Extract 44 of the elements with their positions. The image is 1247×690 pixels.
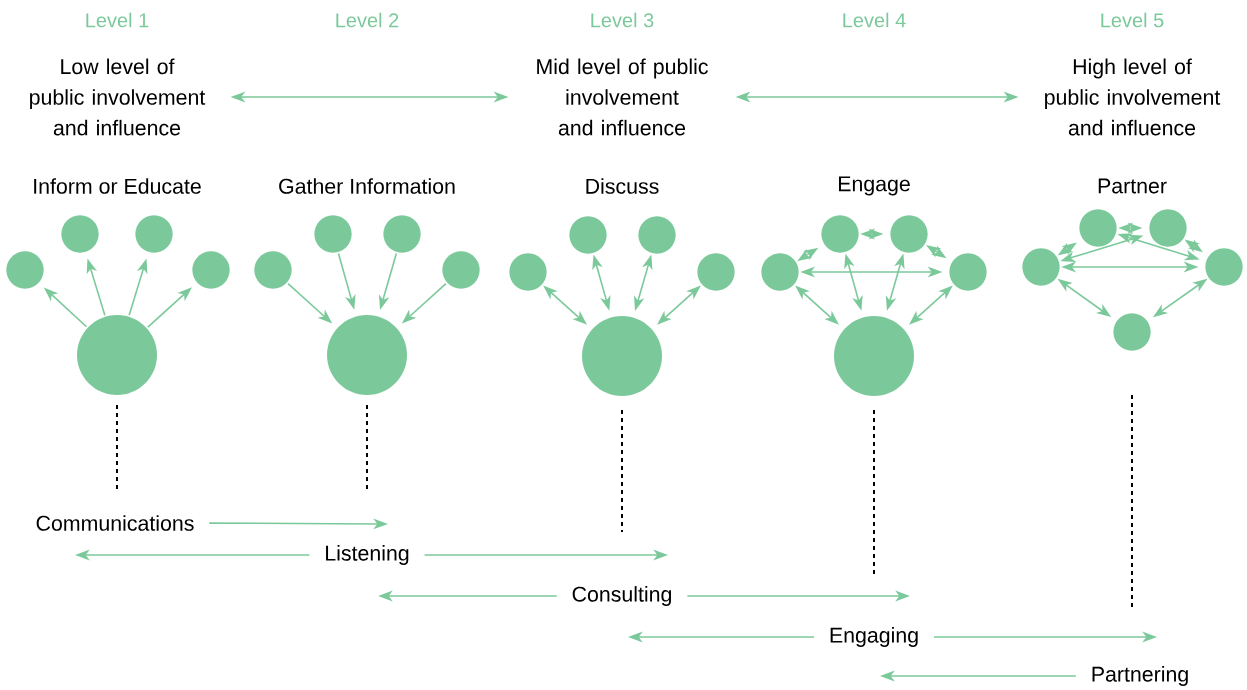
activity-label: Communications (36, 515, 194, 531)
small-circle (192, 251, 230, 289)
small-circle (569, 216, 607, 254)
involvement-text: Mid level of public involvement and influence (537, 58, 708, 136)
small-circle (61, 215, 99, 253)
small-circle (1149, 209, 1187, 247)
small-circle (135, 215, 173, 253)
activity-label: Partnering (1092, 666, 1188, 686)
small-circle (821, 215, 859, 253)
level-label: Level 3 (591, 12, 654, 28)
activity-label: Consulting (572, 586, 671, 606)
small-circle (1205, 248, 1243, 286)
involvement-text: Low level of public involvement and influence (30, 58, 206, 136)
small-circle (1079, 209, 1117, 247)
level-label: Level 4 (843, 12, 906, 28)
column-heading: Partner (1098, 178, 1167, 194)
small-circle (1022, 248, 1060, 286)
level-label: Level 2 (336, 12, 399, 28)
small-circle (638, 216, 676, 254)
level-label: Level 1 (86, 12, 149, 28)
large-circle (77, 315, 157, 395)
small-circle (697, 253, 735, 291)
large-circle (582, 316, 662, 396)
column-heading: Engage (839, 176, 910, 196)
small-circle (949, 253, 987, 291)
small-circle (890, 215, 928, 253)
small-circle (6, 251, 44, 289)
small-circle (509, 253, 547, 291)
level-label: Level 5 (1101, 12, 1164, 28)
column-heading: Inform or Educate (34, 178, 201, 194)
column-heading: Gather Information (279, 178, 455, 194)
involvement-text: High level of public involvement and influence (1045, 58, 1221, 136)
small-circle (442, 251, 480, 289)
activity-label: Engaging (830, 627, 918, 647)
small-circle (761, 253, 799, 291)
small-circle (383, 215, 421, 253)
column-heading: Discuss (586, 178, 659, 194)
small-circle (1113, 313, 1151, 351)
small-circle (254, 251, 292, 289)
large-circle (834, 316, 914, 396)
activity-label: Listening (326, 545, 409, 565)
small-circle (314, 215, 352, 253)
large-circle (327, 315, 407, 395)
arrow (147, 287, 192, 328)
